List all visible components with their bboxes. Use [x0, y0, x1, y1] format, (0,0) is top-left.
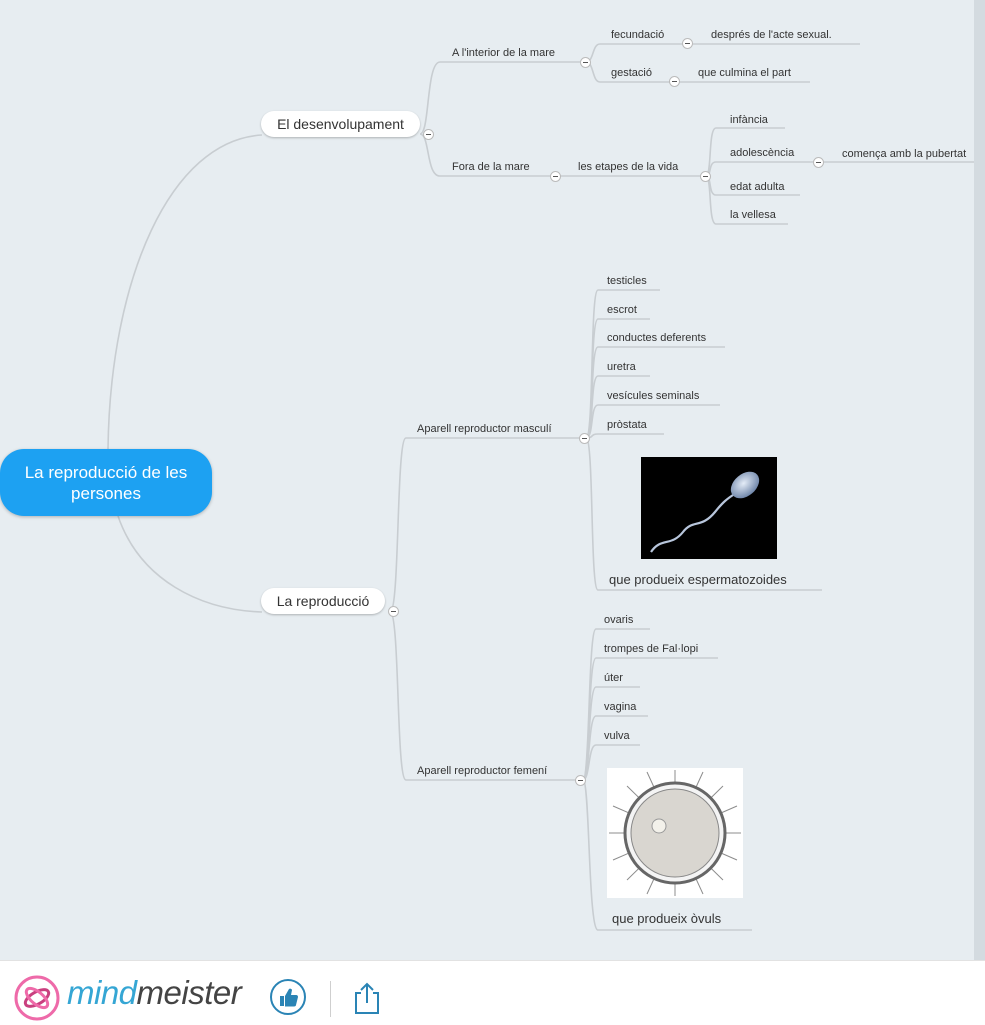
- node-stage[interactable]: edat adulta: [730, 181, 785, 193]
- collapse-icon[interactable]: [580, 57, 591, 68]
- brand-wordmark-part: meister: [136, 974, 242, 1011]
- branch-label: El desenvolupament: [277, 116, 404, 132]
- node-male-system[interactable]: Aparell reproductor masculí: [417, 423, 552, 435]
- collapse-icon[interactable]: [423, 129, 434, 140]
- list-item[interactable]: ovaris: [604, 614, 634, 626]
- footer-bar: mindmeister: [0, 960, 985, 1025]
- ovum-image[interactable]: [607, 768, 743, 898]
- node-stage[interactable]: adolescència: [730, 147, 795, 159]
- node-fecundacio-detail[interactable]: després de l'acte sexual.: [711, 29, 832, 41]
- like-button[interactable]: [270, 979, 306, 1015]
- collapse-icon[interactable]: [669, 76, 680, 87]
- vertical-scrollbar[interactable]: [974, 0, 985, 960]
- node-sperm-caption[interactable]: que produeix espermatozoides: [609, 572, 787, 587]
- list-item[interactable]: testicles: [607, 275, 647, 287]
- node-ovum-caption[interactable]: que produeix òvuls: [612, 911, 722, 926]
- collapse-icon[interactable]: [700, 171, 711, 182]
- list-item[interactable]: vagina: [604, 701, 637, 713]
- branch-label: La reproducció: [276, 593, 370, 609]
- root-node[interactable]: La reproducció de les persones: [0, 449, 212, 516]
- list-item[interactable]: vesícules seminals: [607, 390, 700, 402]
- collapse-icon[interactable]: [813, 157, 824, 168]
- list-item[interactable]: conductes deferents: [607, 332, 707, 344]
- node-female-system[interactable]: Aparell reproductor femení: [417, 765, 548, 777]
- list-item[interactable]: escrot: [607, 304, 637, 316]
- collapse-icon[interactable]: [550, 171, 561, 182]
- mindmap-canvas: La reproducció de les persones El desenv…: [0, 0, 985, 960]
- list-item[interactable]: pròstata: [607, 419, 647, 431]
- list-item[interactable]: trompes de Fal·lopi: [604, 643, 699, 655]
- node-stage[interactable]: infància: [730, 114, 768, 126]
- collapse-icon[interactable]: [682, 38, 693, 49]
- brand-wordmark: mindmeister: [67, 974, 242, 1012]
- node-inside-mother[interactable]: A l'interior de la mare: [452, 47, 555, 59]
- branch-node-development[interactable]: El desenvolupament: [261, 111, 420, 137]
- sperm-image[interactable]: [641, 457, 777, 559]
- node-stage[interactable]: la vellesa: [730, 209, 776, 221]
- thumbs-up-icon: [280, 988, 298, 1007]
- root-node-label: La reproducció de les persones: [24, 462, 188, 503]
- collapse-icon[interactable]: [388, 606, 399, 617]
- list-item[interactable]: úter: [604, 672, 623, 684]
- node-fecundacio[interactable]: fecundació: [611, 29, 665, 41]
- collapse-icon[interactable]: [579, 433, 590, 444]
- node-gestacio[interactable]: gestació: [611, 67, 652, 79]
- list-item[interactable]: vulva: [604, 730, 630, 742]
- list-item[interactable]: uretra: [607, 361, 636, 373]
- collapse-icon[interactable]: [575, 775, 586, 786]
- branch-node-reproduction[interactable]: La reproducció: [261, 588, 385, 614]
- sperm-icon: [650, 471, 760, 553]
- divider: [330, 981, 331, 1017]
- share-button[interactable]: [352, 981, 382, 1015]
- node-adolescence-detail[interactable]: comença amb la pubertat: [842, 148, 967, 160]
- share-icon: [355, 982, 379, 1014]
- brand-wordmark-part: mind: [67, 974, 137, 1011]
- ovum-icon: [609, 770, 741, 896]
- node-life-stages[interactable]: les etapes de la vida: [578, 161, 679, 173]
- node-outside-mother[interactable]: Fora de la mare: [452, 161, 530, 173]
- mindmeister-logo-icon: [14, 975, 60, 1021]
- node-gestacio-detail[interactable]: que culmina el part: [698, 67, 791, 79]
